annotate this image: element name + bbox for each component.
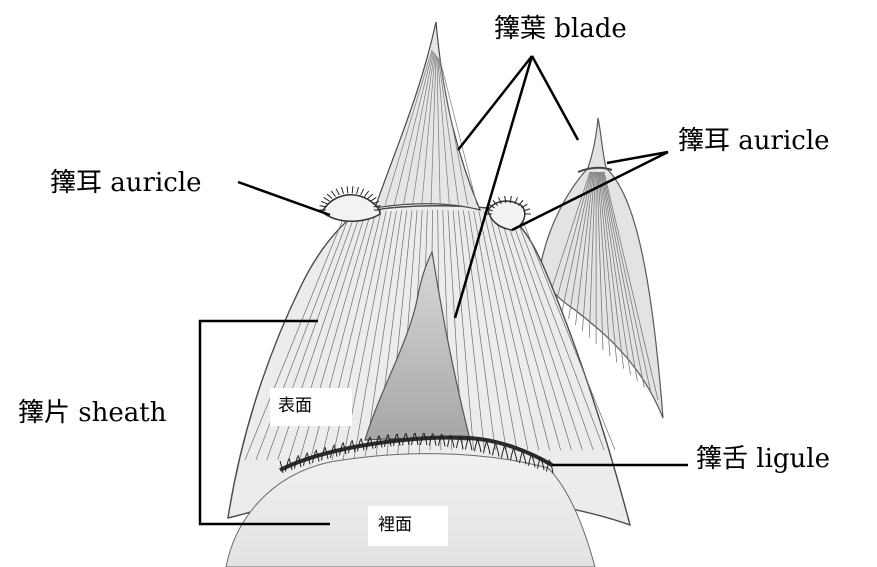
ligule-label: 籜舌 ligule	[696, 446, 830, 472]
right-auricle-label: 籜耳 auricle	[678, 128, 830, 154]
blade-leader-3	[532, 56, 578, 140]
outer-surface-label: 表面	[278, 398, 312, 415]
left-auricle	[319, 186, 381, 221]
top-blade	[375, 22, 480, 210]
blade-leader-1	[458, 56, 532, 150]
sheath-label: 籜片 sheath	[18, 400, 166, 426]
left-auricle-label: 籜耳 auricle	[50, 170, 202, 196]
inner-surface-label: 裡面	[378, 517, 412, 534]
blade-label: 籜葉 blade	[494, 16, 627, 42]
left-auricle-leader	[238, 182, 330, 215]
